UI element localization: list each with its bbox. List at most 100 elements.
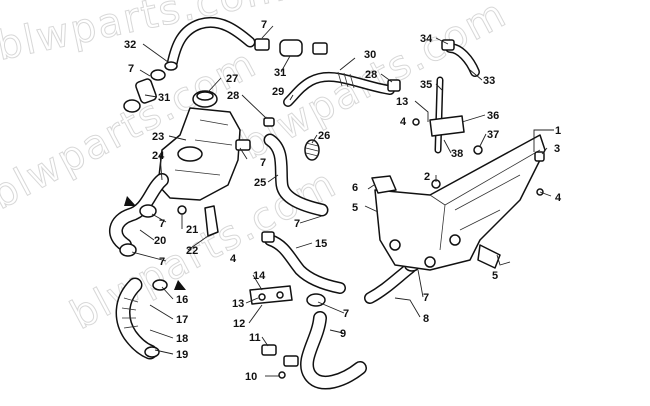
callout-37: 37 xyxy=(487,129,499,141)
callout-17: 17 xyxy=(176,314,188,326)
hose-clamp xyxy=(312,42,328,55)
callout-27: 27 xyxy=(226,73,238,85)
cover-bolt xyxy=(449,234,461,246)
callout-23: 23 xyxy=(152,131,164,143)
cover-bolt xyxy=(389,239,401,251)
callout-32: 32 xyxy=(124,39,136,51)
cover-bolt xyxy=(424,256,436,268)
callout-36: 36 xyxy=(487,110,499,122)
callout-9: 9 xyxy=(340,328,346,340)
hose-clamp xyxy=(152,279,168,291)
callout-16: 16 xyxy=(176,294,188,306)
coolant-reservoir xyxy=(157,107,251,201)
cap-top xyxy=(196,91,214,101)
lower-clamp-group xyxy=(261,344,299,379)
callout-4-right: 4 xyxy=(555,192,562,204)
callout-28-left: 28 xyxy=(227,90,239,102)
callout-35: 35 xyxy=(420,79,432,91)
callout-7-left: 7 xyxy=(128,63,134,75)
callout-28-right: 28 xyxy=(365,69,377,81)
reservoir-cap xyxy=(192,90,218,108)
cover-flange xyxy=(477,244,501,269)
housing xyxy=(371,175,397,194)
top-bent-hose xyxy=(164,17,256,71)
callout-20: 20 xyxy=(154,235,166,247)
callout-11: 11 xyxy=(249,332,261,344)
hose-clamp xyxy=(150,69,166,81)
reservoir-neck xyxy=(177,146,203,162)
bolt xyxy=(177,205,187,215)
callout-13-lower: 13 xyxy=(232,298,244,310)
callout-38: 38 xyxy=(451,148,463,160)
left-connector-group xyxy=(123,69,166,113)
callout-1: 1 xyxy=(555,125,561,137)
callout-24: 24 xyxy=(152,150,165,162)
bolt-4 xyxy=(412,118,420,126)
hose-33 xyxy=(434,39,480,154)
callout-13-upper: 13 xyxy=(396,96,408,108)
callout-5-left: 5 xyxy=(352,202,358,214)
thermostat-housing xyxy=(371,175,397,194)
cover-body xyxy=(374,134,546,271)
callout-19: 19 xyxy=(176,349,188,361)
callout-14: 14 xyxy=(253,270,266,282)
hose-clamp xyxy=(144,346,160,358)
callout-12: 12 xyxy=(233,318,245,330)
hose-clamp xyxy=(119,243,137,257)
spring-clamp xyxy=(304,139,320,161)
hose-15 xyxy=(261,231,346,294)
top-fitting-group xyxy=(254,38,328,57)
callout-31-top: 31 xyxy=(274,67,286,79)
callout-18: 18 xyxy=(176,333,188,345)
callout-21: 21 xyxy=(186,224,198,236)
hose-17 xyxy=(115,277,168,360)
bolt xyxy=(276,291,284,299)
callout-7-hose9: 7 xyxy=(343,308,349,320)
callout-3: 3 xyxy=(554,143,560,155)
callout-29: 29 xyxy=(272,86,284,98)
connector-tube xyxy=(279,39,303,57)
hose-30 xyxy=(283,71,401,107)
callout-7-hose8: 7 xyxy=(423,292,429,304)
hose-clamp xyxy=(261,231,275,243)
callout-7-tank: 7 xyxy=(260,157,266,169)
callout-7-mid: 7 xyxy=(294,218,300,230)
callout-4-lower: 4 xyxy=(230,253,237,265)
callout-labels: 1 2 3 4 4 4 5 5 6 7 7 7 7 7 7 7 7 8 9 10… xyxy=(124,19,562,383)
direction-arrow xyxy=(174,280,186,290)
hose-clamp xyxy=(123,99,141,113)
callout-34: 34 xyxy=(420,33,433,45)
callout-7-top: 7 xyxy=(261,19,267,31)
hose-clamp xyxy=(263,117,275,127)
connector-tube xyxy=(135,78,157,104)
bolt-37 xyxy=(473,145,483,155)
callout-6: 6 xyxy=(352,182,358,194)
callout-25: 25 xyxy=(254,177,266,189)
callout-15: 15 xyxy=(315,238,327,250)
fitting-3 xyxy=(534,151,545,162)
hose-clamp xyxy=(261,344,277,356)
callout-2: 2 xyxy=(424,171,430,183)
callout-4-top: 4 xyxy=(400,116,407,128)
leader-lines xyxy=(131,25,554,377)
engine-head-cover xyxy=(374,134,546,271)
callout-30: 30 xyxy=(364,49,376,61)
bracket-plate xyxy=(249,285,293,305)
valve-bracket xyxy=(412,115,483,155)
reservoir-bracket xyxy=(235,139,251,151)
watermark: blwparts.com blwparts.com blwparts.com b… xyxy=(0,0,515,339)
callout-33: 33 xyxy=(483,75,495,87)
callout-7-lowerleft: 7 xyxy=(159,256,165,268)
pump-bracket xyxy=(249,285,293,305)
bolt xyxy=(258,293,266,301)
bolt xyxy=(278,371,286,379)
direction-arrow xyxy=(124,196,136,206)
bracket-plate xyxy=(429,115,465,137)
hose-25 xyxy=(263,133,329,217)
bracket-group xyxy=(177,205,219,237)
hose-clamp xyxy=(283,355,299,367)
callout-5-right: 5 xyxy=(492,270,498,282)
hose-clamp xyxy=(254,38,270,51)
